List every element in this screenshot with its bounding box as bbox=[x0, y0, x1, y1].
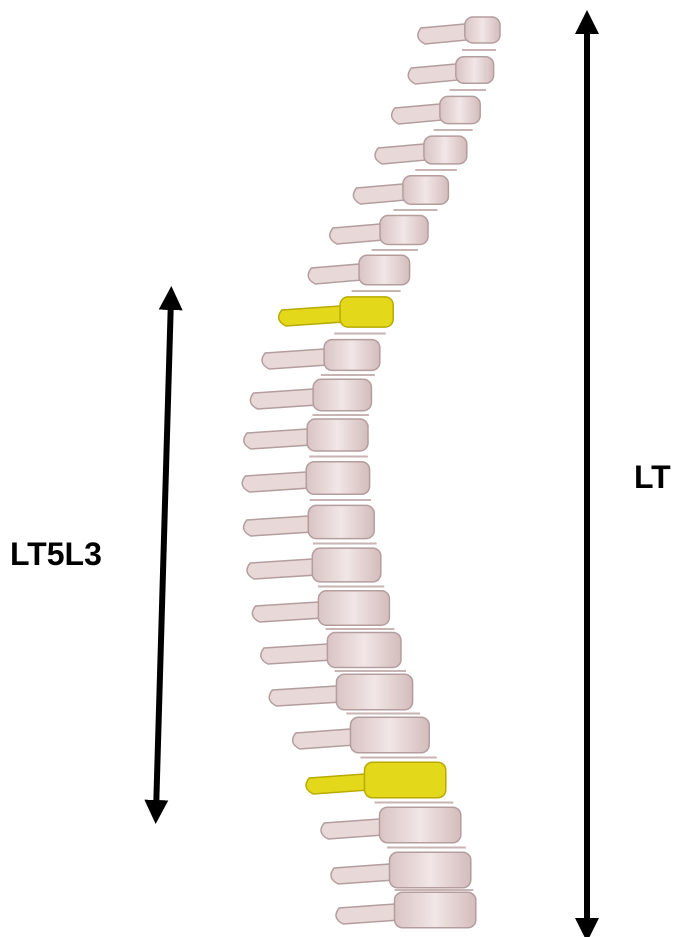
vertebra-process bbox=[250, 389, 316, 409]
partial-length-arrow bbox=[156, 298, 171, 812]
vertebra-body bbox=[395, 892, 476, 928]
vertebra-body bbox=[380, 216, 428, 245]
vertebra-body bbox=[336, 674, 412, 710]
vertebra-process bbox=[242, 472, 310, 492]
vertebra-process bbox=[353, 184, 405, 204]
vertebra-body bbox=[324, 340, 380, 371]
vertebra-body bbox=[306, 462, 369, 495]
vertebra-process bbox=[247, 559, 317, 579]
vertebra-body bbox=[307, 419, 368, 451]
vertebra-body bbox=[465, 17, 500, 43]
highlighted-vertebra-body bbox=[365, 762, 446, 798]
vertebra-process bbox=[252, 602, 322, 622]
vertebra-process bbox=[330, 224, 383, 244]
highlighted-vertebra-body bbox=[340, 297, 393, 327]
vertebra-process bbox=[269, 686, 341, 706]
vertebra-process bbox=[392, 104, 443, 124]
vertebra-body bbox=[390, 852, 471, 888]
vertebra-process bbox=[418, 24, 467, 44]
vertebra-body bbox=[308, 505, 374, 538]
vertebra-body bbox=[440, 96, 480, 123]
vertebra-body bbox=[318, 591, 389, 625]
vertebra-process bbox=[331, 864, 395, 884]
vertebra-body bbox=[403, 176, 448, 204]
vertebra-body bbox=[327, 633, 401, 668]
vertebra-body bbox=[350, 717, 429, 753]
vertebra-body bbox=[380, 807, 461, 843]
vertebra-process bbox=[244, 516, 313, 536]
vertebra-process bbox=[321, 819, 385, 839]
vertebra-body bbox=[313, 379, 371, 410]
vertebra-process bbox=[308, 264, 362, 284]
vertebra-process bbox=[261, 644, 332, 664]
vertebra-body bbox=[424, 136, 467, 164]
total-length-label: LT bbox=[634, 459, 671, 496]
vertebra-process bbox=[375, 144, 427, 164]
vertebra-process bbox=[262, 349, 328, 369]
vertebra-body bbox=[312, 548, 380, 582]
vertebra-process bbox=[336, 904, 400, 924]
vertebra-process bbox=[244, 429, 311, 449]
vertebra-body bbox=[359, 255, 410, 285]
highlighted-vertebra-process bbox=[306, 774, 370, 794]
vertebra-body bbox=[456, 57, 494, 84]
highlighted-vertebra-process bbox=[279, 306, 344, 326]
vertebra-process bbox=[408, 64, 458, 84]
partial-length-label: LT5L3 bbox=[10, 536, 102, 573]
vertebra-process bbox=[293, 729, 356, 749]
